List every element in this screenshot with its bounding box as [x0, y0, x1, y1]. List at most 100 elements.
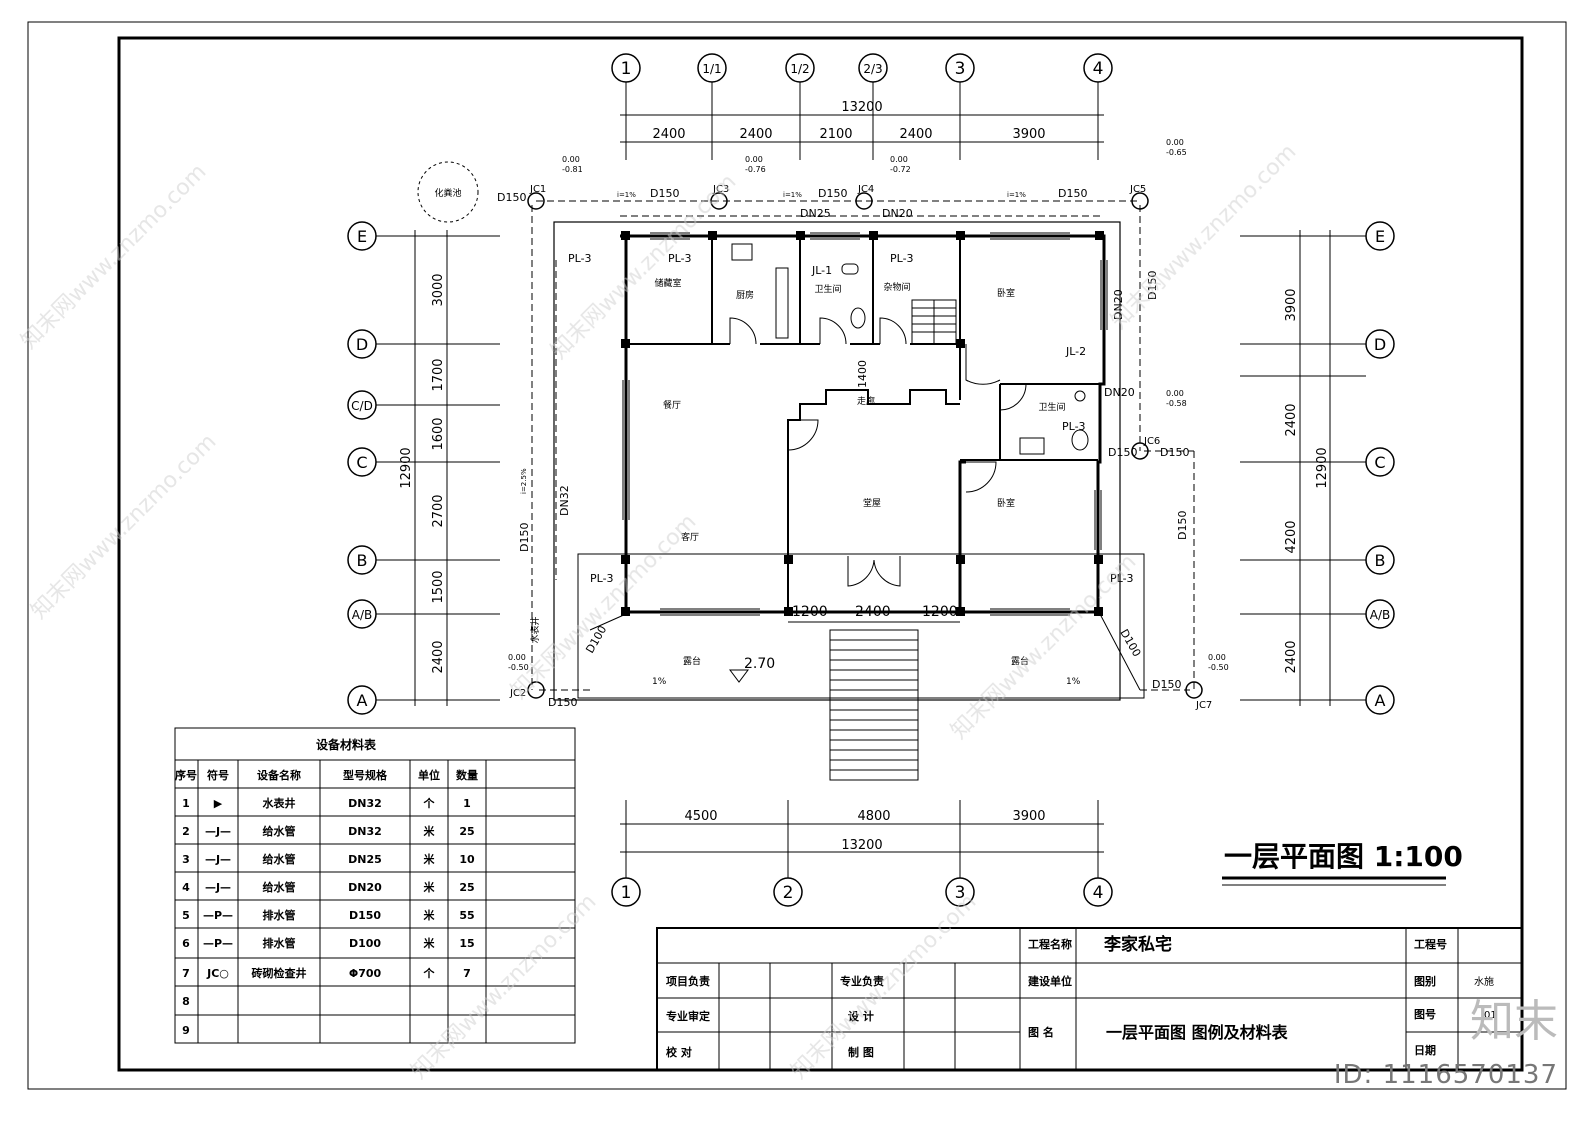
- svg-text:卫生间: 卫生间: [1038, 401, 1065, 413]
- tb-name-value: 一层平面图 图例及材料表: [1106, 1023, 1289, 1042]
- svg-text:JC5: JC5: [1129, 184, 1146, 195]
- svg-text:D150: D150: [1152, 678, 1181, 691]
- svg-text:A/B: A/B: [352, 608, 372, 622]
- materials-cell-no: 1: [182, 797, 190, 810]
- svg-text:露台: 露台: [683, 655, 701, 667]
- svg-text:B: B: [1375, 551, 1386, 570]
- floor-plan: [553, 221, 1145, 781]
- svg-text:A: A: [1375, 691, 1386, 710]
- materials-cell-unit: 米: [423, 908, 436, 922]
- dim-bottom: 4500: [684, 809, 717, 824]
- materials-cell-qty: 1: [463, 797, 471, 810]
- materials-cell-name: 给水管: [263, 880, 296, 894]
- materials-cell-name: 排水管: [263, 908, 296, 922]
- svg-text:知末网www.znzmo.com: 知末网www.znzmo.com: [17, 159, 212, 354]
- materials-cell-spec: DN20: [348, 881, 382, 894]
- sheet-outer-border: [27, 21, 1567, 1090]
- svg-text:堂屋: 堂屋: [863, 497, 881, 509]
- svg-text:2.70: 2.70: [744, 656, 775, 672]
- svg-text:-0.65: -0.65: [1166, 148, 1187, 157]
- materials-cell-sym: —P—: [203, 937, 233, 950]
- svg-text:知末网www.znzmo.com: 知末网www.znzmo.com: [407, 889, 602, 1084]
- dim-top: 2400: [899, 127, 932, 142]
- materials-cell-no: 9: [182, 1024, 190, 1037]
- svg-text:厨房: 厨房: [736, 289, 754, 301]
- materials-cell-qty: 10: [459, 853, 475, 866]
- tb-role: 设 计: [848, 1009, 874, 1023]
- svg-text:E: E: [1375, 227, 1385, 246]
- svg-text:0.00: 0.00: [1166, 138, 1184, 147]
- svg-text:杂物间: 杂物间: [883, 281, 910, 293]
- materials-cell-sym: —P—: [203, 909, 233, 922]
- svg-text:DN25: DN25: [800, 207, 831, 220]
- tb-role: 校 对: [666, 1045, 692, 1059]
- svg-text:D: D: [1374, 335, 1386, 354]
- svg-text:B: B: [357, 551, 368, 570]
- svg-text:0.00: 0.00: [1166, 389, 1184, 398]
- materials-header: 序号 符号 设备名称 型号规格 单位 数量: [175, 768, 478, 782]
- materials-cell-name: 砖砌检查井: [252, 966, 307, 980]
- drawing-title: 一层平面图 1:100: [1224, 840, 1463, 873]
- tb-unit-label: 建设单位: [1028, 974, 1072, 988]
- axis-bubble: 1/2: [790, 62, 809, 76]
- tb-project-label: 工程名称: [1028, 937, 1072, 951]
- svg-text:D150: D150: [1160, 446, 1189, 459]
- dim-left: 1700: [431, 358, 446, 391]
- svg-text:知末网www.znzmo.com: 知末网www.znzmo.com: [1107, 139, 1302, 334]
- materials-cell-spec: D150: [349, 909, 381, 922]
- svg-text:-0.58: -0.58: [1166, 399, 1187, 408]
- materials-cell-spec: DN25: [348, 853, 382, 866]
- svg-text:露台: 露台: [1011, 655, 1029, 667]
- svg-text:D150: D150: [1058, 187, 1087, 200]
- materials-cell-spec: Φ700: [349, 967, 382, 980]
- svg-text:D150: D150: [518, 523, 531, 552]
- svg-text:卧室: 卧室: [997, 287, 1015, 299]
- svg-text:知末网www.znzmo.com: 知末网www.znzmo.com: [507, 509, 702, 704]
- svg-text:PL-3: PL-3: [1062, 420, 1086, 433]
- dim-left: 3000: [431, 273, 446, 306]
- top-axis-bubbles: 1 1/1 1/2 2/3 3 4: [611, 53, 1113, 83]
- dim-left: 1500: [431, 570, 446, 603]
- materials-cell-name: 水表井: [263, 796, 296, 810]
- materials-cell-sym: —J—: [205, 881, 231, 894]
- materials-cell-sym: —J—: [205, 853, 231, 866]
- dim-top: 2100: [819, 127, 852, 142]
- svg-text:序号: 序号: [175, 768, 197, 782]
- materials-cell-unit: 个: [423, 966, 436, 980]
- svg-text:PL-3: PL-3: [890, 252, 914, 265]
- svg-text:JC4: JC4: [857, 184, 874, 195]
- svg-text:JC1: JC1: [529, 184, 546, 195]
- tb-role: 制 图: [848, 1045, 874, 1059]
- svg-text:1: 1: [621, 883, 632, 903]
- materials-cell-no: 2: [182, 825, 190, 838]
- dim-right: 2400: [1284, 403, 1299, 436]
- septic-tank: [417, 161, 479, 223]
- svg-text:D150: D150: [1146, 271, 1159, 300]
- materials-table: [174, 727, 576, 1044]
- materials-cell-sym: —J—: [205, 825, 231, 838]
- materials-title: 设备材料表: [316, 737, 377, 752]
- svg-text:D150: D150: [1108, 446, 1137, 459]
- axis-bubble: 1/1: [702, 62, 721, 76]
- svg-text:储藏室: 储藏室: [654, 277, 681, 289]
- materials-cell-no: 4: [182, 881, 190, 894]
- svg-text:1400: 1400: [856, 360, 869, 388]
- materials-cell-no: 7: [182, 967, 190, 980]
- svg-text:i=2.5%: i=2.5%: [520, 468, 528, 494]
- inspection-wells: [527, 192, 1203, 699]
- tb-role: 项目负责: [666, 974, 710, 988]
- svg-text:客厅: 客厅: [681, 531, 699, 543]
- svg-text:i=1%: i=1%: [617, 191, 636, 199]
- svg-text:D: D: [356, 335, 368, 354]
- dim-bottom-total: 13200: [841, 838, 882, 853]
- svg-text:0.00: 0.00: [890, 155, 908, 164]
- svg-text:JL-2: JL-2: [1065, 345, 1086, 358]
- materials-cell-qty: 25: [459, 825, 474, 838]
- svg-text:i=1%: i=1%: [783, 191, 802, 199]
- svg-text:4: 4: [1093, 883, 1104, 903]
- svg-text:D150: D150: [650, 187, 679, 200]
- dim-left: 1600: [431, 417, 446, 450]
- svg-text:DN20: DN20: [882, 207, 913, 220]
- svg-text:-0.72: -0.72: [890, 165, 911, 174]
